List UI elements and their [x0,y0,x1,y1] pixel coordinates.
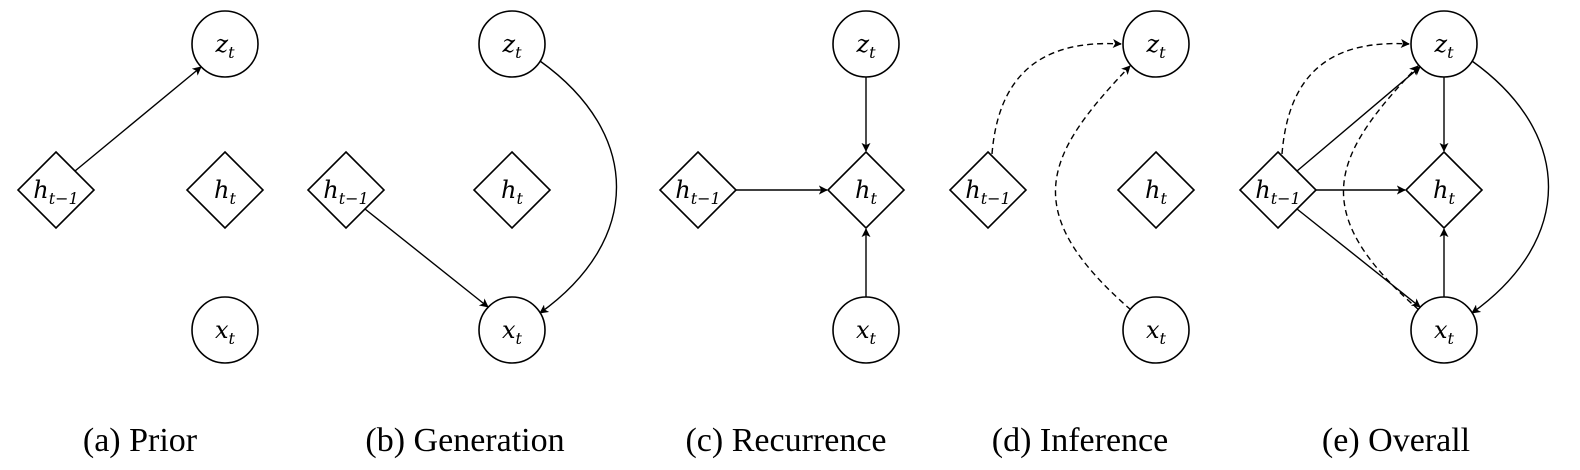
panel-e: zt ht−1 ht xt (e) Overall [1238,10,1549,459]
node-x-circle [191,296,259,364]
edge-hprev-to-z [1281,39,1410,155]
node-h-diamond [472,150,552,230]
node-hprev: ht−1 [658,150,738,230]
edge-z-to-x [539,60,617,314]
node-z-label: zt [1433,30,1454,62]
node-x: xt [1122,296,1190,364]
node-x-label: xt [1146,316,1167,348]
edges [1281,39,1549,314]
node-h: ht [1116,150,1196,230]
panel-caption: (c) Recurrence [685,422,886,459]
node-z-circle [1122,10,1190,78]
panel-b: zt ht−1 ht xt (b) Generation [306,10,617,459]
node-x-label: xt [1434,316,1455,348]
node-hprev-label: ht−1 [323,176,368,208]
node-x-circle [478,296,546,364]
node-h: ht [185,150,265,230]
node-hprev-diamond [1238,150,1318,230]
node-z-circle [191,10,259,78]
node-z-label: zt [501,30,522,62]
node-z-label: zt [855,30,876,62]
edge-x-to-z [1342,65,1420,311]
edges [991,39,1132,311]
panel-caption: (a) Prior [83,422,198,459]
node-x: xt [191,296,259,364]
node-h-label: ht [855,176,877,208]
node-hprev-diamond [306,150,386,230]
node-hprev: ht−1 [16,150,96,230]
edge-hprev-to-x [364,208,489,308]
node-z: zt [478,10,546,78]
node-hprev-label: ht−1 [675,176,720,208]
node-hprev-diamond [658,150,738,230]
node-h: ht [1404,150,1484,230]
node-hprev: ht−1 [306,150,386,230]
node-h-label: ht [1433,176,1455,208]
node-x-label: xt [215,316,236,348]
node-h-diamond [1404,150,1484,230]
edge-hprev-to-x [1296,208,1421,308]
edge-x-to-z [1054,65,1132,311]
panel-caption: (d) Inference [992,422,1168,459]
node-h-diamond [1116,150,1196,230]
edge-hprev-to-z [1296,66,1421,172]
node-x-circle [1122,296,1190,364]
node-x-label: xt [502,316,523,348]
panel-caption: (e) Overall [1322,422,1470,459]
panel-c: zt ht−1 ht xt (c) Recurrence [658,10,906,459]
node-x: xt [478,296,546,364]
node-z: zt [1410,10,1478,78]
node-hprev: ht−1 [1238,150,1318,230]
node-x: xt [832,296,900,364]
node-h-diamond [185,150,265,230]
node-hprev: ht−1 [948,150,1028,230]
node-z-label: zt [214,30,235,62]
node-hprev-label: ht−1 [965,176,1010,208]
node-h-label: ht [214,176,236,208]
panel-d: zt ht−1 ht xt (d) Inference [948,10,1196,459]
edge-hprev-to-z [991,39,1122,155]
edges [364,60,617,314]
node-z: zt [832,10,900,78]
node-z-label: zt [1145,30,1166,62]
node-x-circle [1410,296,1478,364]
node-z: zt [1122,10,1190,78]
edges [74,66,202,172]
node-h: ht [472,150,552,230]
node-x: xt [1410,296,1478,364]
node-hprev-label: ht−1 [33,176,78,208]
panel-caption: (b) Generation [365,422,564,459]
node-h-label: ht [501,176,523,208]
node-x-circle [832,296,900,364]
node-h-label: ht [1145,176,1167,208]
node-hprev-label: ht−1 [1255,176,1300,208]
edges [736,77,871,297]
node-z-circle [1410,10,1478,78]
node-h: ht [826,150,906,230]
edge-z-to-x [1471,60,1549,314]
node-z: zt [191,10,259,78]
panel-a: zt ht−1 ht xt (a) Prior [16,10,265,459]
node-z-circle [832,10,900,78]
node-hprev-diamond [948,150,1028,230]
node-x-label: xt [856,316,877,348]
node-hprev-diamond [16,150,96,230]
node-z-circle [478,10,546,78]
node-h-diamond [826,150,906,230]
edge-hprev-to-z [74,66,202,172]
